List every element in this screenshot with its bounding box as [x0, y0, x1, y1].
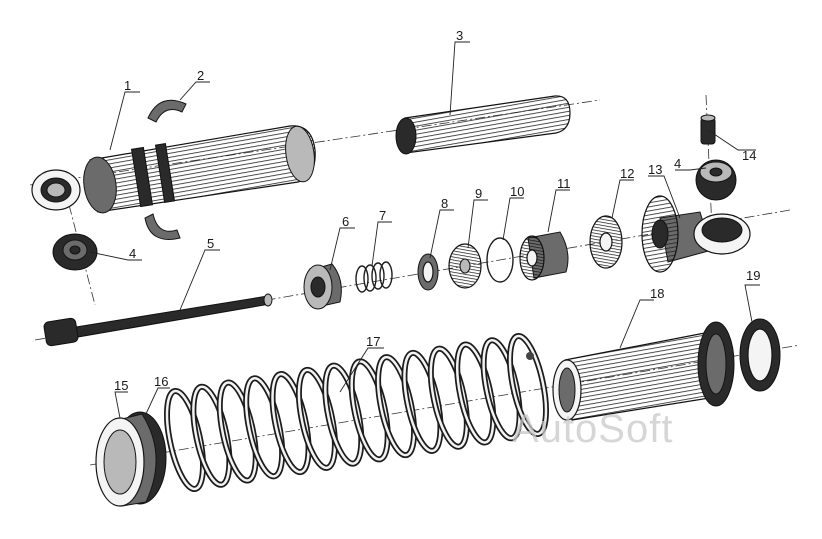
callout-17: 17: [366, 334, 380, 349]
spring-coil-highlight: [455, 343, 495, 444]
part-19-seal-ring: [739, 318, 781, 392]
callout-3: 3: [456, 28, 463, 43]
callout-9: 9: [475, 186, 482, 201]
callout-14: 14: [742, 148, 756, 163]
part-15-16-spring-seat: [95, 411, 167, 507]
spring-coil-highlight: [271, 372, 310, 474]
spring-coil-highlight: [508, 334, 548, 436]
part-11-valve: [519, 231, 569, 281]
callout-6: 6: [342, 214, 349, 229]
part-12-disc: [589, 215, 623, 269]
callout-labels: 1 2 3 4 5 6 7 8 9 10 11 12 13 4 14 15 16…: [114, 28, 760, 393]
spring-coil-highlight: [324, 364, 363, 465]
part-4-bushing-right: [695, 159, 737, 201]
spring-coil-highlight: [192, 385, 231, 487]
spring-coil-highlight: [429, 347, 469, 448]
callout-11: 11: [557, 176, 571, 191]
callout-15: 15: [114, 378, 128, 393]
callout-1: 1: [124, 78, 131, 93]
spring-coil-highlight: [403, 351, 442, 453]
part-5-rod: [43, 293, 273, 347]
part-17-coil-spring: [164, 332, 549, 493]
callout-7: 7: [379, 208, 386, 223]
callout-12: 12: [620, 166, 634, 181]
part-10-ring: [486, 237, 514, 283]
spring-coil-highlight: [244, 377, 284, 478]
spring-coil-highlight: [376, 355, 416, 457]
leader-lines: [89, 41, 760, 419]
callout-4-right: 4: [674, 156, 681, 171]
part-1-absorber-body: [31, 125, 316, 214]
part-4-bushing-left: [52, 233, 98, 271]
part-3-pin: [395, 95, 571, 155]
callout-5: 5: [207, 236, 214, 251]
spring-coil-highlight: [482, 338, 521, 440]
part-18-cover-tube: [552, 321, 735, 421]
spring-coil-highlight: [165, 389, 205, 491]
callout-10: 10: [510, 184, 524, 199]
spring-coil-highlight: [218, 381, 258, 482]
part-13-bottom-eye: [641, 195, 751, 273]
part-14-small-pin: [700, 114, 716, 145]
part-7-small-spring: [355, 261, 393, 293]
callout-4-left: 4: [129, 246, 136, 261]
callout-16: 16: [154, 374, 168, 389]
part-2-half-rings: [144, 99, 187, 240]
callout-13: 13: [648, 162, 662, 177]
part-9-piston: [448, 243, 482, 289]
callout-19: 19: [746, 268, 760, 283]
part-6-guide: [303, 263, 342, 310]
callout-2: 2: [197, 68, 204, 83]
callout-8: 8: [441, 196, 448, 211]
watermark-text: AutoSoft: [512, 407, 673, 451]
spring-coil-highlight: [297, 368, 337, 470]
part-8-washer: [417, 253, 439, 291]
spring-end-tip: [526, 352, 534, 360]
callout-18: 18: [650, 286, 664, 301]
